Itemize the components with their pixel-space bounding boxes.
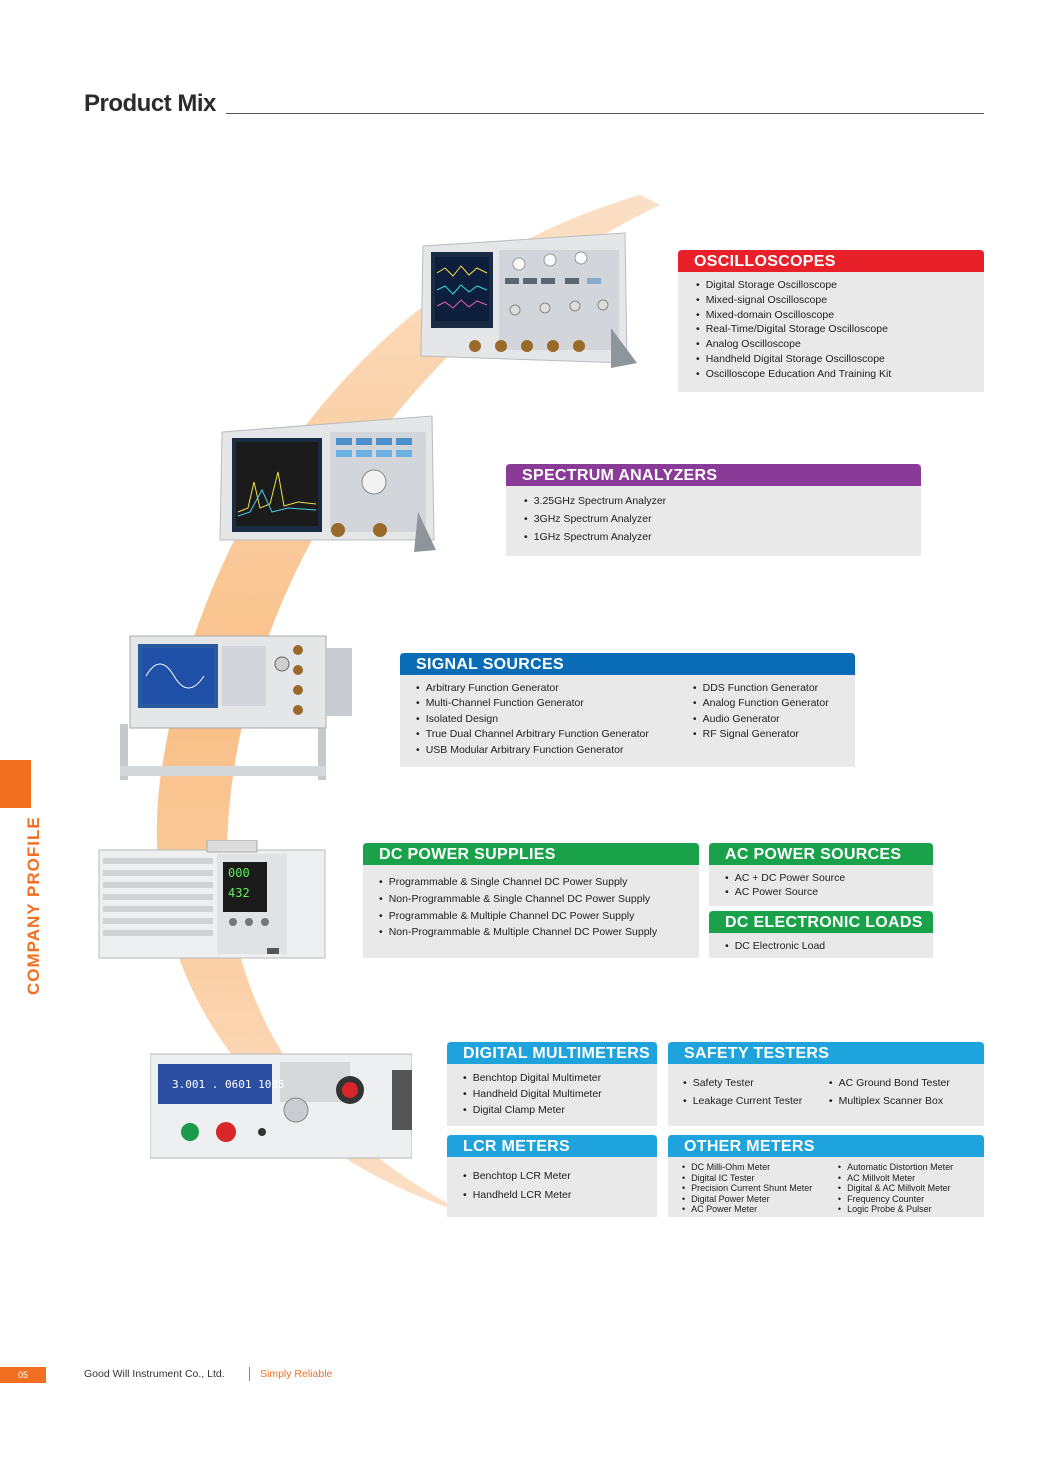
list-item: Digital IC Tester [682,1173,835,1184]
ac-power-sources-heading: AC POWER SOURCES [709,843,933,865]
list-item: Multiplex Scanner Box [829,1092,950,1110]
list-item: Mixed-signal Oscilloscope [696,293,978,308]
ac-power-sources-card: AC POWER SOURCES AC + DC Power Source AC… [709,843,933,906]
other-meters-heading: OTHER METERS [668,1135,984,1157]
digital-multimeters-heading: DIGITAL MULTIMETERS [447,1042,657,1064]
footer-company: Good Will Instrument Co., Ltd. [84,1368,225,1380]
list-item: Benchtop LCR Meter [463,1167,651,1186]
list-item: Multi-Channel Function Generator [416,696,690,711]
list-item: AC + DC Power Source [725,871,927,885]
spectrum-analyzers-card: SPECTRUM ANALYZERS 3.25GHz Spectrum Anal… [506,464,921,556]
list-item: Digital Power Meter [682,1194,835,1205]
list-item: AC Power Source [725,885,927,899]
list-item: Precision Current Shunt Meter [682,1183,835,1194]
list-item: 3GHz Spectrum Analyzer [524,510,915,528]
list-item: Leakage Current Tester [683,1092,826,1110]
list-item: Handheld Digital Multimeter [463,1086,651,1102]
list-item: Handheld LCR Meter [463,1186,651,1205]
list-item: Non-Programmable & Multiple Channel DC P… [379,924,693,941]
dmm-display: 3.001 . 0601 1035 [172,1078,285,1091]
list-item: Frequency Counter [838,1194,953,1205]
title-rule [226,113,984,114]
other-meters-card: OTHER METERS DC Milli-Ohm Meter Digital … [668,1135,984,1217]
list-item: Analog Function Generator [693,696,829,711]
list-item: 1GHz Spectrum Analyzer [524,528,915,546]
list-item: Isolated Design [416,712,690,727]
spectrum-analyzers-heading: SPECTRUM ANALYZERS [506,464,921,486]
dc-power-supply-image: 000 432 [97,839,329,960]
signal-sources-card: SIGNAL SOURCES Arbitrary Function Genera… [400,653,855,767]
list-item: Automatic Distortion Meter [838,1162,953,1173]
list-item: Benchtop Digital Multimeter [463,1070,651,1086]
list-item: AC Power Meter [682,1204,835,1215]
safety-testers-card: SAFETY TESTERS Safety Tester Leakage Cur… [668,1042,984,1126]
dc-electronic-loads-heading: DC ELECTRONIC LOADS [709,911,933,933]
footer-tagline: Simply Reliable [260,1368,333,1380]
side-label: COMPANY PROFILE [24,816,43,995]
safety-testers-heading: SAFETY TESTERS [668,1042,984,1064]
list-item: AC Millvolt Meter [838,1173,953,1184]
oscilloscopes-card: OSCILLOSCOPES Digital Storage Oscillosco… [678,250,984,392]
list-item: Oscilloscope Education And Training Kit [696,367,978,382]
lcr-meters-card: LCR METERS Benchtop LCR Meter Handheld L… [447,1135,657,1217]
dc-power-supplies-card: DC POWER SUPPLIES Programmable & Single … [363,843,699,958]
list-item: Arbitrary Function Generator [416,681,690,696]
oscilloscopes-heading: OSCILLOSCOPES [678,250,984,272]
list-item: Digital Clamp Meter [463,1102,651,1118]
list-item: DDS Function Generator [693,681,829,696]
list-item: RF Signal Generator [693,727,829,742]
page-title: Product Mix [84,90,216,117]
list-item: 3.25GHz Spectrum Analyzer [524,492,915,510]
page-number: 05 [0,1367,46,1383]
list-item: Safety Tester [683,1074,826,1092]
side-tab [0,760,31,808]
function-generator-image [120,635,352,780]
footer-divider [249,1367,250,1381]
list-item: Handheld Digital Storage Oscilloscope [696,352,978,367]
list-item: Programmable & Single Channel DC Power S… [379,874,693,891]
lcr-meters-heading: LCR METERS [447,1135,657,1157]
list-item: Digital Storage Oscilloscope [696,278,978,293]
dc-electronic-loads-card: DC ELECTRONIC LOADS DC Electronic Load [709,911,933,958]
list-item: Logic Probe & Pulser [838,1204,953,1215]
list-item: DC Milli-Ohm Meter [682,1162,835,1173]
safety-tester-image: 3.001 . 0601 1035 [149,1050,413,1160]
list-item: DC Electronic Load [725,939,927,954]
list-item: Non-Programmable & Single Channel DC Pow… [379,891,693,908]
list-item: Digital & AC Millvolt Meter [838,1183,953,1194]
list-item: USB Modular Arbitrary Function Generator [416,743,690,758]
list-item: True Dual Channel Arbitrary Function Gen… [416,727,690,742]
signal-sources-heading: SIGNAL SOURCES [400,653,855,675]
list-item: Audio Generator [693,712,829,727]
oscilloscope-image [420,232,637,368]
digital-multimeters-card: DIGITAL MULTIMETERS Benchtop Digital Mul… [447,1042,657,1126]
list-item: AC Ground Bond Tester [829,1074,950,1092]
list-item: Programmable & Multiple Channel DC Power… [379,908,693,925]
dcps-display-current: 432 [228,886,250,900]
list-item: Mixed-domain Oscilloscope [696,308,978,323]
list-item: Real-Time/Digital Storage Oscilloscope [696,322,978,337]
list-item: Analog Oscilloscope [696,337,978,352]
spectrum-analyzer-image [219,415,436,552]
dcps-display-voltage: 000 [228,866,250,880]
dc-power-supplies-heading: DC POWER SUPPLIES [363,843,699,865]
